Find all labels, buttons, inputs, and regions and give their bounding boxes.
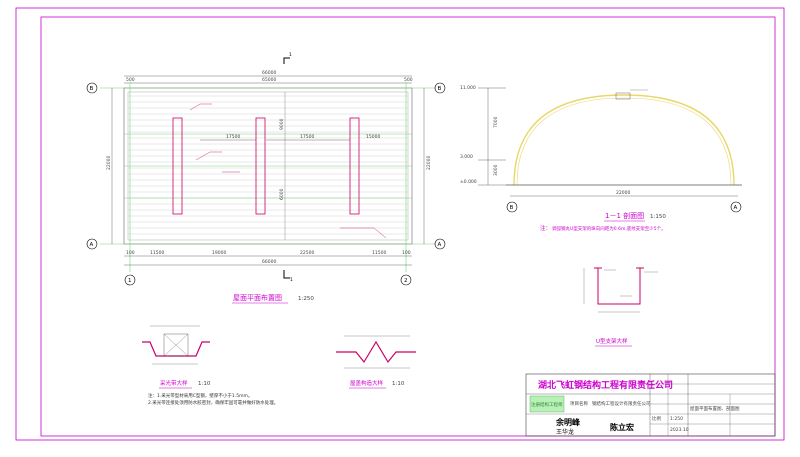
grid-bubble-B-left: B	[86, 82, 98, 94]
stamp-box	[529, 395, 565, 413]
skylight-strip-2	[255, 117, 266, 215]
dim-left: 22000	[106, 156, 112, 170]
grid-bubble-1: 1	[124, 274, 136, 286]
elev-base: ±0.000	[460, 179, 477, 185]
svg-text:A: A	[90, 242, 94, 248]
section-title: 1－1 剖面图	[605, 211, 644, 220]
dim-bottom-f: 100	[402, 250, 411, 256]
dim-bottom-d: 22500	[300, 250, 314, 256]
dim-bottom-b: 11500	[150, 250, 164, 256]
svg-text:A: A	[438, 242, 442, 248]
svg-text:A: A	[734, 205, 738, 211]
dim-span-2: 17500	[300, 134, 314, 140]
dim-bottom-total: 66000	[262, 259, 276, 265]
svg-text:2: 2	[404, 278, 408, 284]
drawing-name: 屋面平面布置图、剖面图	[690, 405, 740, 412]
stamp-text: 注册结构工程师	[531, 401, 563, 408]
section-note: 调弧钢丸U型支架的纵向间距为0.6m,底纹支架至少5个。	[552, 225, 666, 232]
grid-bubble-2: 2	[400, 274, 412, 286]
closing-strip-title: 采光带大样	[160, 379, 188, 387]
dim-bottom-e: 11500	[372, 250, 386, 256]
dim-top-right: 500	[404, 77, 413, 83]
elev-mid: 3.000	[460, 154, 473, 160]
company-name: 湖北飞虹钢结构工程有限责任公司	[538, 379, 673, 391]
inner-frame	[40, 16, 776, 437]
cut-mark-top: 1	[289, 52, 292, 58]
scale-value: 1:250	[670, 416, 683, 422]
dim-h1: 7000	[493, 116, 499, 128]
closing-strip-scale: 1:10	[198, 381, 211, 387]
closing-note-2: 2.采光带连接处须用防水胶密封，确保牢固可靠并做好防水处理。	[148, 399, 278, 406]
section-1-1: 11.000 3.000 ±0.000 7000 3000 22000 B A …	[460, 85, 742, 232]
svg-text:B: B	[510, 205, 514, 211]
dim-top-mid: 65000	[262, 77, 276, 83]
closing-strip-detail: 采光带大样 1:10 注：1.采光带型材采用C型钢，壁厚不小于1.5mm。 2.…	[142, 325, 278, 406]
grid-bubble-A-right: A	[434, 238, 446, 250]
dim-top-left: 500	[126, 77, 135, 83]
section-note-prefix: 注：	[540, 224, 551, 232]
dim-right: 22000	[426, 156, 432, 170]
dim-v2: 6000	[279, 188, 285, 200]
dim-v1: 9000	[279, 118, 285, 130]
grid-bubble-B-right: B	[434, 82, 446, 94]
title-block: 湖北飞虹钢结构工程有限责任公司 项目名称 钢结构工程设计有限责任公司 注册结构工…	[525, 373, 776, 437]
dim-span-1: 17500	[226, 134, 240, 140]
grid-bubble-A-left: A	[86, 238, 98, 250]
project-label: 项目名称	[570, 400, 588, 407]
roof-plan: 66000 500 65000 500 1 1 17500 17500 1500…	[86, 52, 446, 304]
section-scale: 1:150	[650, 214, 666, 220]
svg-text:1: 1	[128, 278, 132, 284]
dim-span-3: 15000	[366, 134, 380, 140]
plan-scale: 1:250	[298, 296, 314, 302]
arch-outer	[513, 94, 735, 186]
closing-note-1: 注：1.采光带型材采用C型钢，壁厚不小于1.5mm。	[148, 392, 252, 399]
cut-mark-bottom: 1	[290, 277, 293, 283]
section-grid-A: A	[730, 201, 742, 213]
dim-top-total: 66000	[262, 70, 276, 76]
svg-text:B: B	[90, 86, 94, 92]
signature-1: 余明峰	[555, 417, 580, 427]
eave-detail: 屋盖构造大样 1:10	[336, 335, 416, 389]
section-grid-B: B	[506, 201, 518, 213]
section-span: 22000	[616, 190, 630, 196]
outer-frame	[15, 7, 785, 441]
skylight-strip-1	[172, 117, 183, 215]
svg-text:B: B	[438, 86, 442, 92]
plan-title: 屋面平面布置图	[233, 293, 282, 302]
scale-label: 比例	[652, 415, 661, 422]
elev-top: 11.000	[460, 85, 476, 91]
date-value: 2023.10	[670, 427, 689, 433]
dim-bottom-a: 100	[126, 250, 135, 256]
project-name: 钢结构工程设计有限责任公司	[592, 400, 651, 407]
skylight-strip-3	[349, 117, 360, 215]
dim-bottom-c: 19000	[212, 250, 226, 256]
eave-scale: 1:10	[392, 381, 405, 387]
signature-2: 王华龙	[556, 428, 574, 436]
signature-3: 陈立宏	[610, 422, 634, 432]
u-bracket-detail: U型支架大样	[583, 267, 658, 347]
dim-h2: 3000	[493, 164, 499, 176]
eave-title: 屋盖构造大样	[350, 379, 384, 387]
u-bracket-title: U型支架大样	[596, 337, 628, 345]
